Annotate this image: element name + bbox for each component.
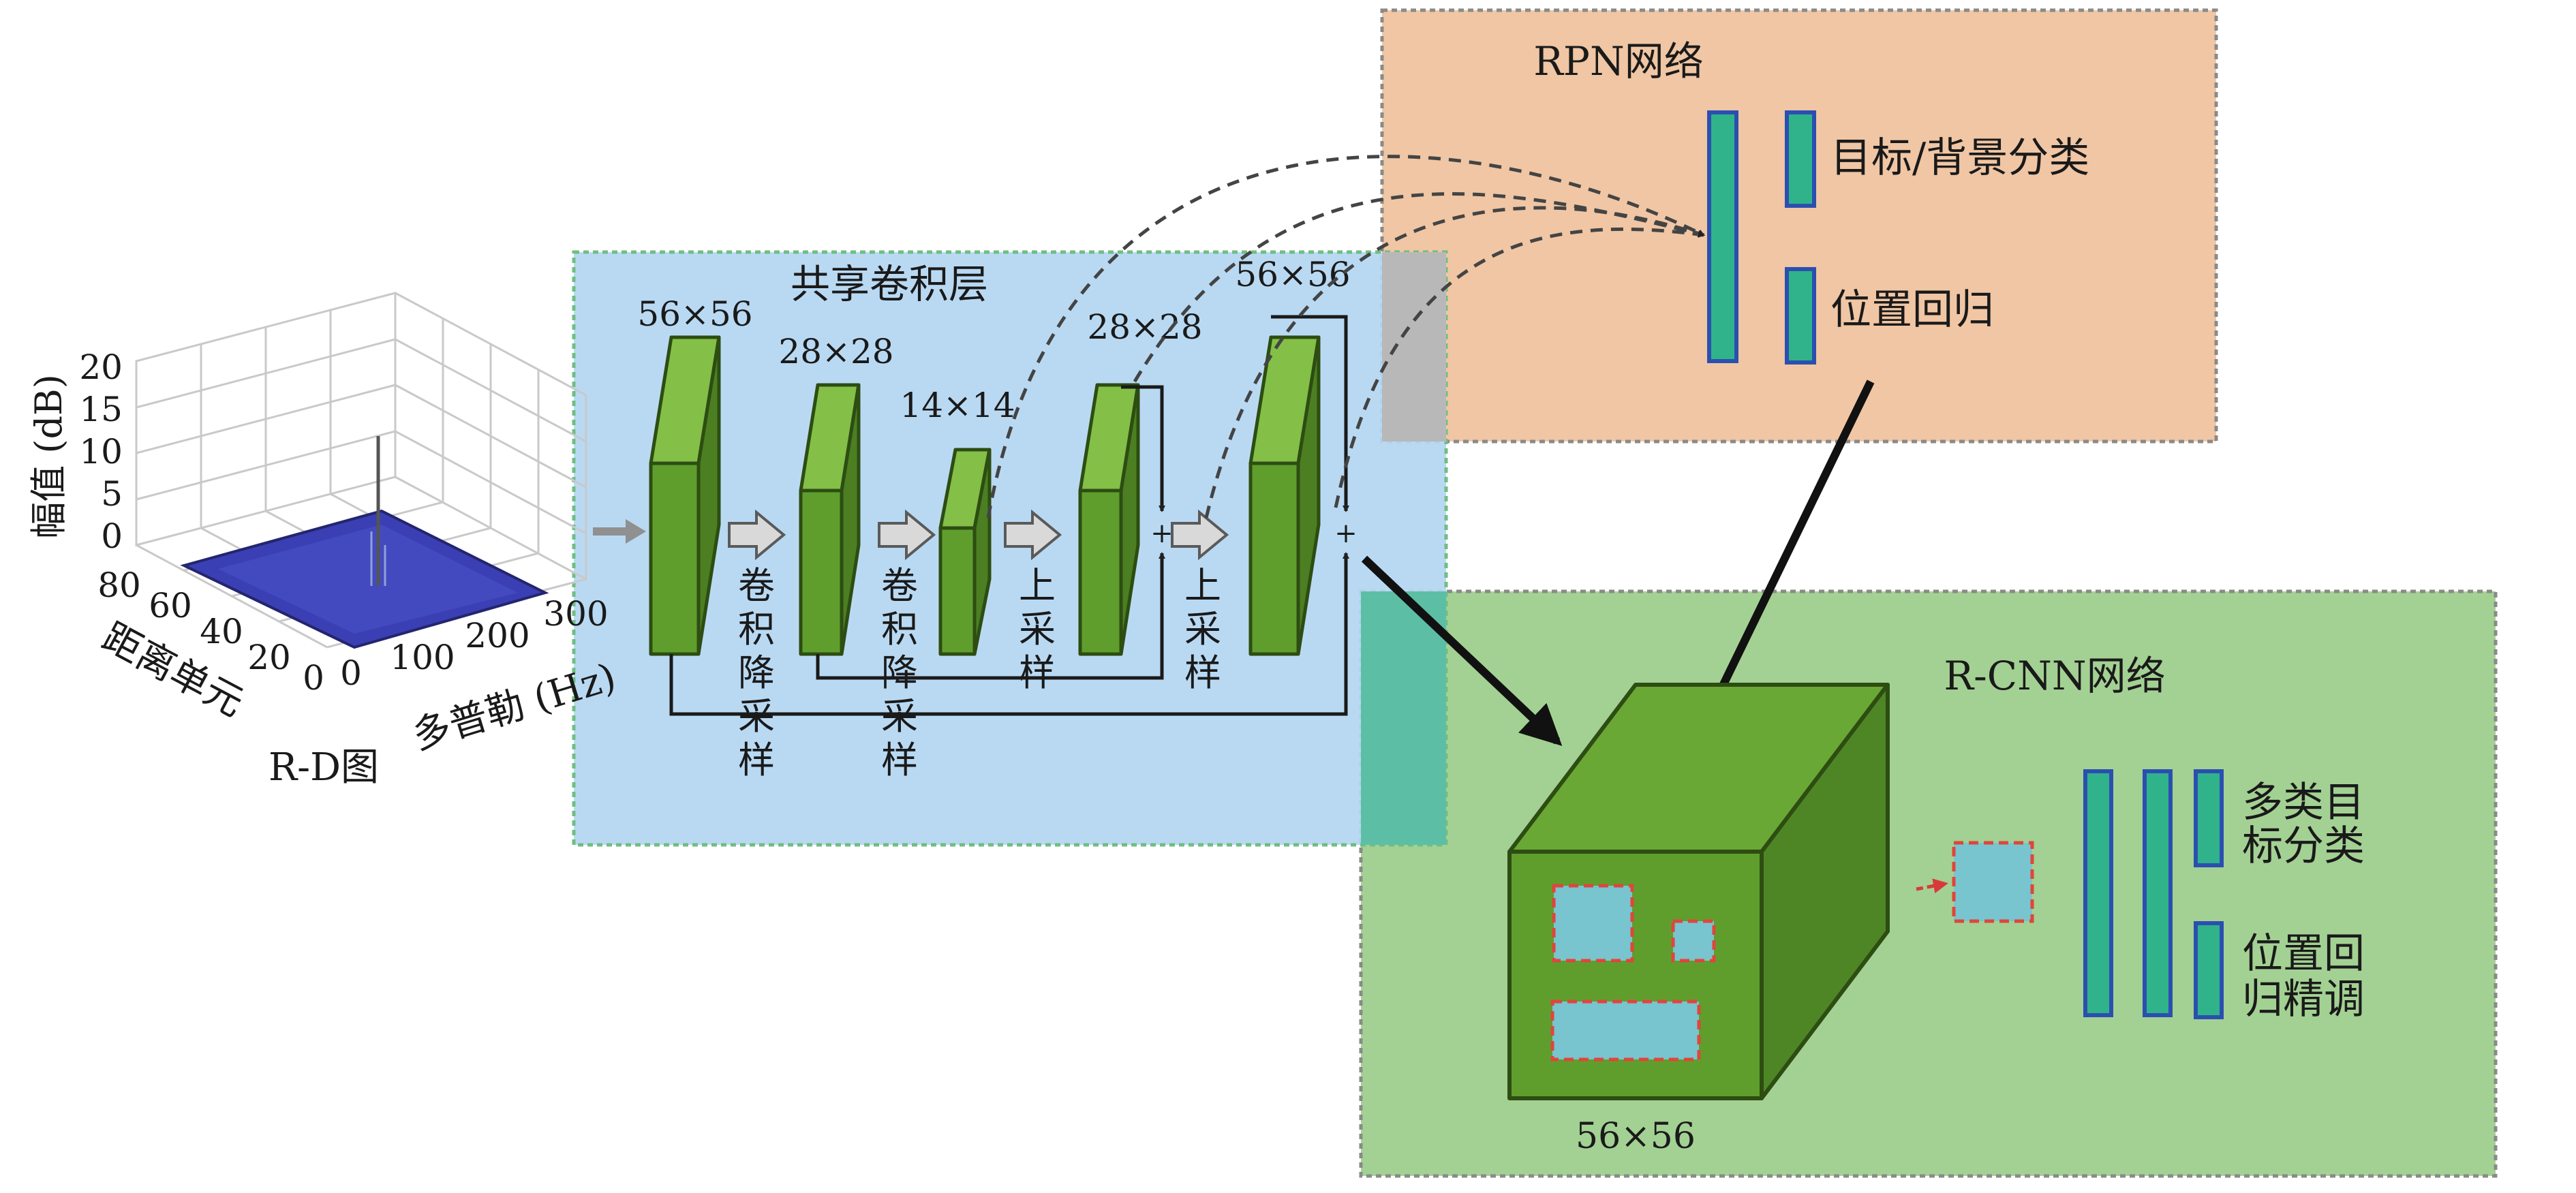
- x-tick: 0: [340, 653, 362, 693]
- rcnn-cls-label: 标分类: [2242, 822, 2365, 870]
- rcnn-fc-layer: [2083, 769, 2113, 1017]
- rpn-cls-layer: [1785, 110, 1816, 208]
- roi-pooled: [1952, 841, 2034, 923]
- overlap-gray: [1382, 252, 1446, 441]
- roi-pool-arrow: [1916, 878, 1948, 894]
- feature-block: [938, 448, 992, 656]
- roi-box: [1671, 919, 1716, 963]
- z-tick: 10: [79, 432, 123, 471]
- svg-text:上: 上: [1184, 564, 1221, 607]
- shared-conv-layers: 共享卷积层: [593, 255, 1358, 781]
- size-label: 56×56: [1235, 255, 1350, 294]
- svg-text:样: 样: [1184, 651, 1221, 694]
- rcnn-reg-label: 位置回: [2242, 930, 2365, 978]
- rcnn-cls-label: 多类目: [2242, 779, 2365, 826]
- z-tick: 0: [101, 516, 123, 556]
- rpn-title: RPN网络: [1533, 38, 1703, 84]
- z-axis-label: 幅值 (dB): [27, 374, 70, 539]
- y-tick: 80: [97, 565, 141, 605]
- x-tick: 100: [390, 638, 455, 677]
- rpn-reg-label: 位置回归: [1830, 286, 1994, 334]
- x-tick: 200: [465, 616, 530, 655]
- rcnn-cls-layer: [2194, 769, 2224, 867]
- shared-conv-title: 共享卷积层: [791, 261, 988, 307]
- rd-plot: 20 15 10 5 0 幅值 (dB) 80 60 40 20 0 距离单元 …: [27, 292, 621, 790]
- svg-text:样: 样: [1019, 651, 1056, 694]
- rpn-panel: [1380, 8, 2218, 444]
- rcnn-network: R-CNN网络 56×56 多类目 标分类 位置回 归精调: [1507, 653, 2365, 1157]
- sum-node: +: [1334, 518, 1358, 549]
- size-label: 56×56: [637, 294, 752, 334]
- svg-text:上: 上: [1019, 564, 1056, 607]
- rpn-cls-label: 目标/背景分类: [1830, 134, 2089, 182]
- roi-box: [1550, 1000, 1701, 1062]
- svg-text:积: 积: [881, 608, 918, 651]
- y-tick: 0: [303, 658, 324, 698]
- op-label: 上 采 样: [1184, 564, 1221, 694]
- svg-text:样: 样: [738, 739, 775, 781]
- rpn-fc-layer: [1707, 110, 1738, 363]
- feature-block: [1078, 383, 1140, 656]
- svg-text:降: 降: [881, 651, 918, 694]
- feature-block: [799, 383, 861, 656]
- svg-text:采: 采: [1019, 608, 1056, 651]
- op-label: 上 采 样: [1019, 564, 1056, 694]
- rpn-network: RPN网络 目标/背景分类 位置回归: [1533, 38, 2089, 365]
- rpn-dashed-links: [986, 155, 1705, 518]
- svg-text:卷: 卷: [738, 564, 775, 607]
- op-label: 卷 积 降 采 样: [738, 564, 775, 781]
- rcnn-fc-layer: [2143, 769, 2173, 1017]
- svg-text:采: 采: [1184, 608, 1221, 651]
- size-label: 28×28: [778, 332, 893, 371]
- op-label: 卷 积 降 采 样: [881, 564, 918, 781]
- z-tick: 15: [79, 390, 123, 429]
- svg-text:积: 积: [738, 608, 775, 651]
- rpn-reg-layer: [1785, 267, 1816, 365]
- roi-box: [1552, 884, 1634, 963]
- feature-block: [1248, 335, 1321, 656]
- svg-text:样: 样: [881, 739, 918, 781]
- features-to-cube-arrow: [1361, 555, 1563, 746]
- sum-node: +: [1150, 518, 1174, 549]
- y-tick: 60: [149, 586, 192, 625]
- y-tick: 20: [247, 638, 291, 677]
- svg-text:卷: 卷: [881, 564, 918, 607]
- rcnn-reg-layer: [2194, 921, 2224, 1019]
- rcnn-reg-label: 归精调: [2242, 976, 2365, 1023]
- rcnn-title: R-CNN网络: [1944, 653, 2165, 699]
- overlap-teal: [1361, 591, 1446, 845]
- z-tick: 20: [79, 347, 123, 387]
- y-tick: 40: [200, 612, 243, 651]
- x-tick: 300: [543, 594, 608, 634]
- svg-text:采: 采: [738, 695, 775, 738]
- cube-size-label: 56×56: [1576, 1116, 1696, 1157]
- svg-text:降: 降: [738, 651, 775, 694]
- z-tick: 5: [101, 474, 123, 514]
- svg-text:采: 采: [881, 695, 918, 738]
- feature-block: [649, 335, 721, 656]
- size-label: 14×14: [900, 386, 1015, 425]
- rd-caption: R-D图: [269, 745, 379, 790]
